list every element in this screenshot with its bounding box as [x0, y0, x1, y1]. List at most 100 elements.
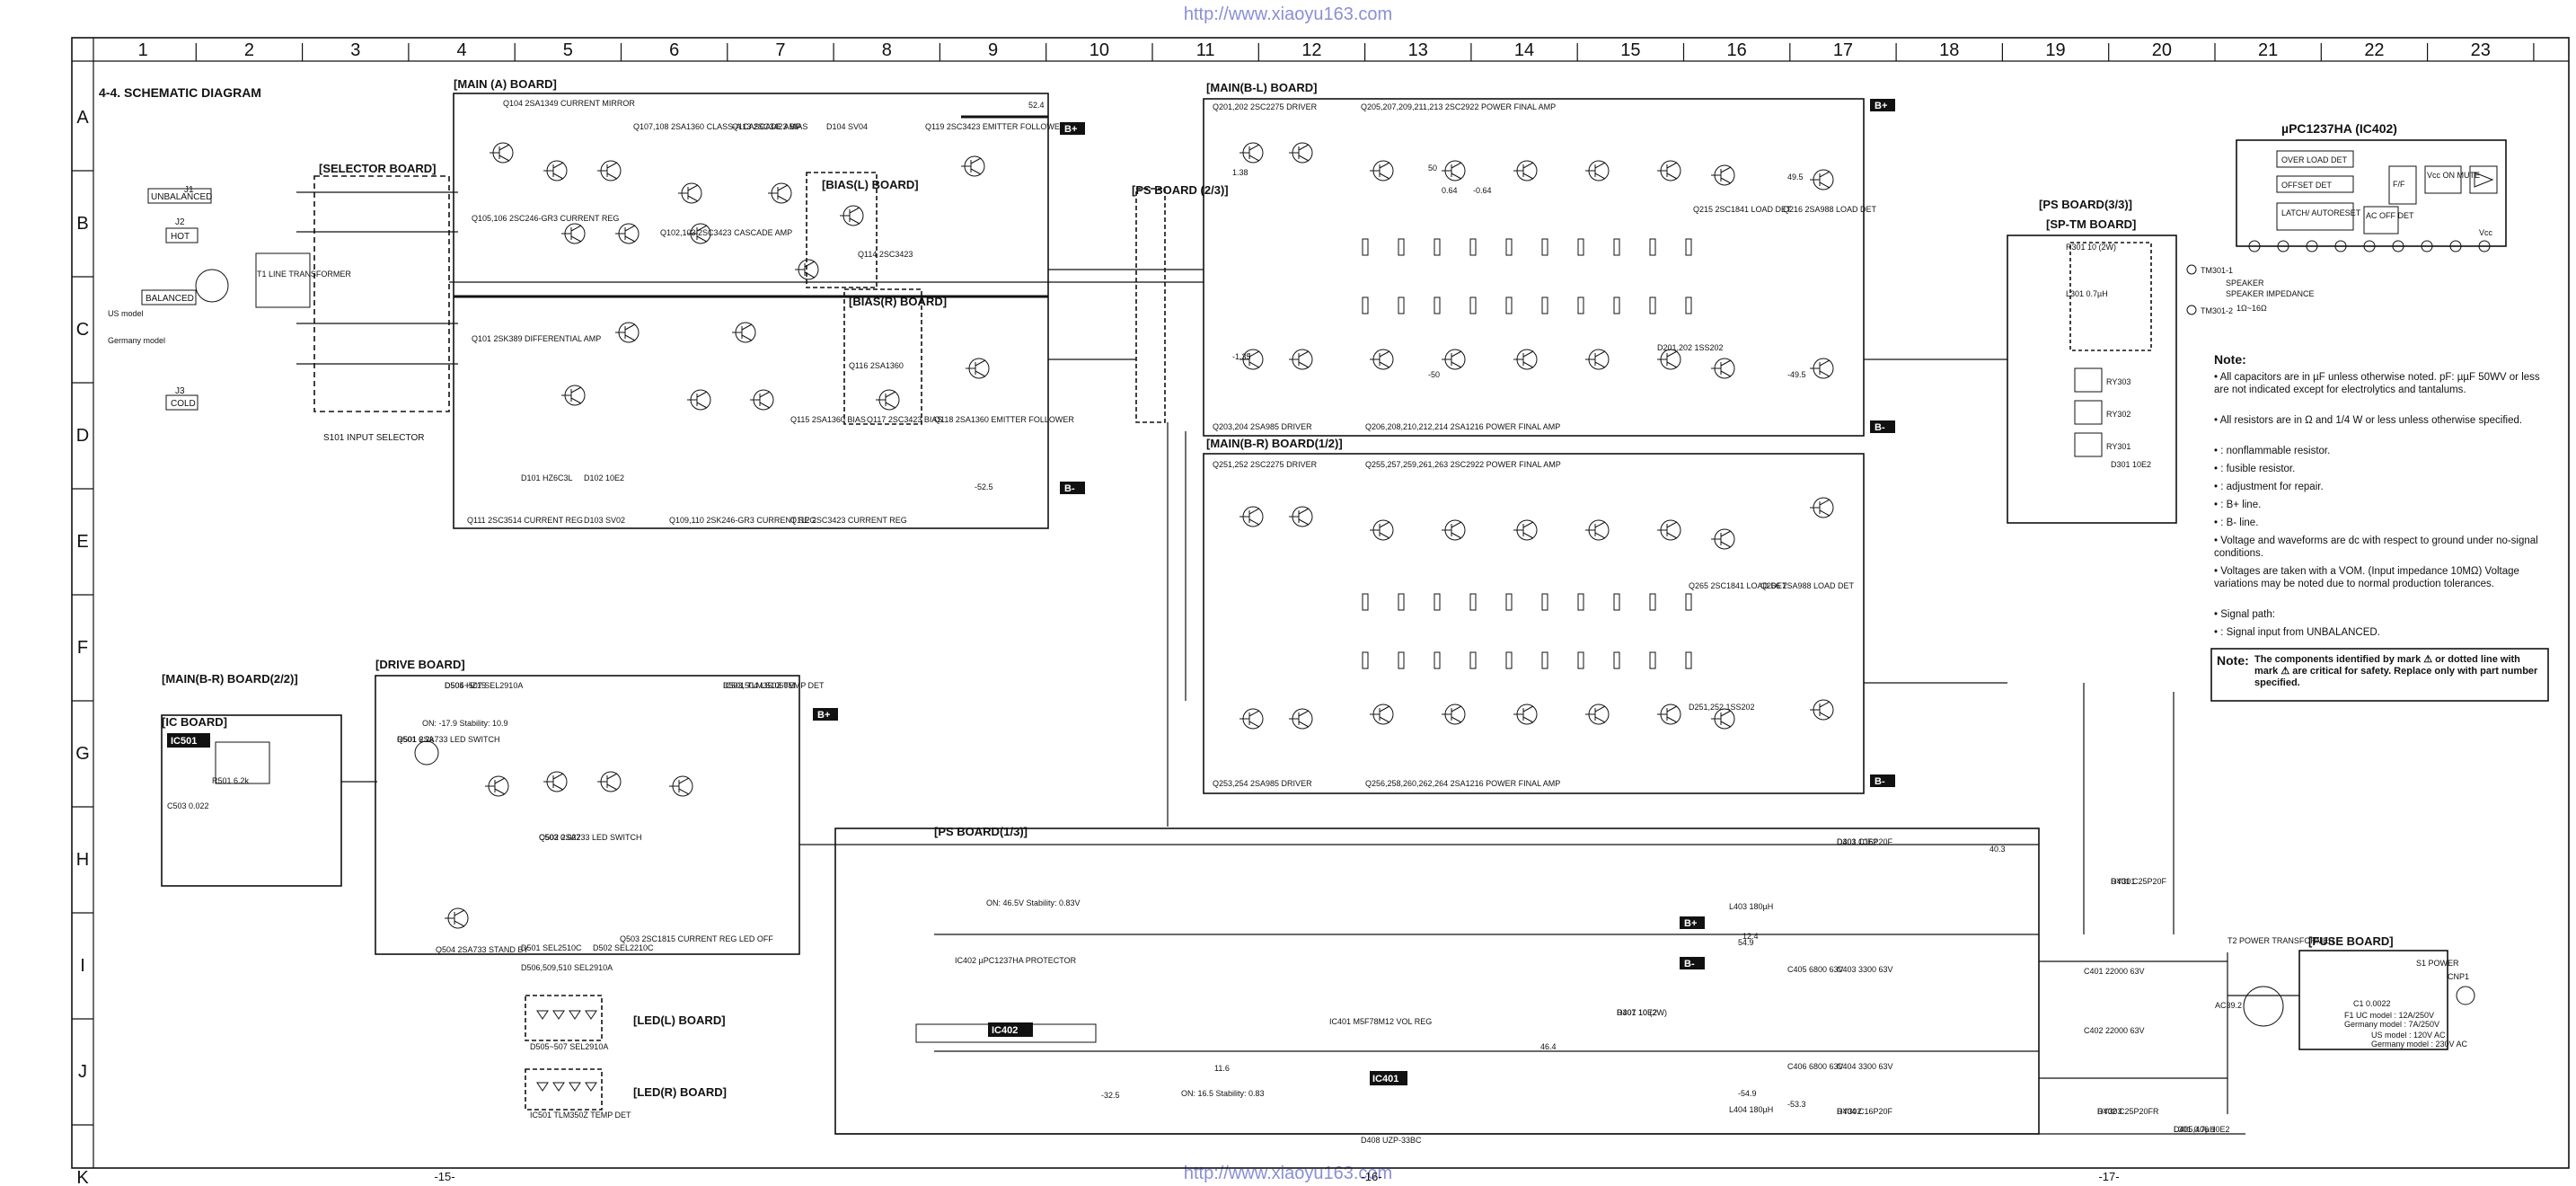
transistor-icon [1370, 704, 1394, 725]
selector-board: [SELECTOR BOARD] T1 LINE TRANSFORMER S10… [255, 162, 458, 443]
part-label: Q203,204 2SA985 DRIVER [1213, 422, 1312, 431]
part-label: Q215 2SC1841 LOAD DET [1693, 205, 1792, 214]
tm301-2-label: TM301-2 [2201, 306, 2233, 315]
voltage-reading: -54.9 [1738, 1089, 1757, 1098]
part-label: C403 3300 63V [1837, 965, 1893, 974]
part-label: Q117 2SC3423 BIAS [867, 415, 942, 424]
part-label: Q102,103 2SC3423 CASCADE AMP [660, 228, 792, 237]
voltage-reading: 1.38 [1232, 168, 1248, 177]
transistor-icon [597, 771, 622, 792]
svg-text:B+: B+ [1064, 124, 1077, 135]
input-jacks: UNBALANCED J2 HOT BALANCED US model Germ… [108, 185, 229, 411]
note-item: • All resistors are in Ω and 1/4 W or le… [2214, 415, 2523, 426]
transistor-icon [1810, 169, 1834, 190]
resistor-icon [1434, 593, 1441, 611]
transistor-icon [840, 205, 864, 226]
column-number: 19 [2045, 40, 2065, 60]
part-label: Q118 2SA1360 EMITTER FOLLOWER [934, 415, 1074, 424]
transistor-icon [1585, 704, 1610, 725]
resistor-icon [1685, 238, 1692, 256]
svg-text:IC401: IC401 [1372, 1074, 1398, 1084]
rail-tag: B+ [1870, 99, 1895, 111]
main-a-board-label: [MAIN (A) BOARD] [454, 77, 557, 91]
voltage-reading: 40.3 [1989, 845, 2006, 854]
part-label: Q255,257,259,261,263 2SC2922 POWER FINAL… [1365, 460, 1561, 469]
ic-board-label: [IC BOARD] [162, 715, 227, 729]
transistor-icon [543, 771, 568, 792]
part-label: D501 SEL2510C [521, 943, 582, 952]
svg-text:B-: B- [1064, 483, 1075, 494]
resistor-icon [1469, 238, 1477, 256]
transistor-icon [1239, 349, 1264, 370]
d301-label: D301 10E2 [2111, 460, 2151, 469]
ry301-label: RY301 [2106, 442, 2130, 451]
ic-vcc-label: Vcc [2479, 228, 2493, 237]
led-boards: [LED(L) BOARD] D505~507 SEL2910A [LED(R)… [525, 995, 727, 1120]
transistor-icon [669, 775, 693, 797]
main-br-2-2-label: [MAIN(B-R) BOARD(2/2)] [162, 672, 298, 686]
main-a-board: [MAIN (A) BOARD] Q104 2SA1349 CURRENT MI… [453, 77, 1074, 529]
voltage-reading: -0.64 [1473, 186, 1492, 195]
column-number: 6 [669, 40, 679, 60]
transistor-icon [1513, 349, 1538, 370]
part-label: Q253,254 2SA985 DRIVER [1213, 779, 1312, 788]
led-icon [569, 1010, 581, 1020]
transistor-icon [615, 322, 640, 343]
row-letter: I [80, 956, 85, 976]
part-label: L403 180µH [1729, 902, 1773, 911]
transistor-icon [1711, 528, 1735, 550]
unbalanced-label: UNBALANCED [151, 192, 212, 202]
resistor-icon [1541, 238, 1548, 256]
transistor-icon [750, 389, 774, 411]
part-label: D103 SV02 [584, 516, 625, 525]
ic401-tag [1370, 1071, 1407, 1085]
l301-label: L301 0.7µH [2066, 289, 2108, 298]
transistor-icon [1513, 704, 1538, 725]
part-label: C406 6800 63V [1787, 1062, 1844, 1071]
part-label: RY302 [1837, 1107, 1861, 1116]
row-letter: C [76, 320, 89, 340]
column-number: 20 [2152, 40, 2172, 60]
rail-tag: B+ [813, 708, 838, 721]
part-label: Q256,258,260,262,264 2SA1216 POWER FINAL… [1365, 779, 1560, 788]
ic-pin-icon [2306, 240, 2318, 252]
part-label: Q113 2SC3423 BIAS [732, 122, 807, 131]
part-label: R301 10 (2W) [1617, 1008, 1667, 1017]
transistor-icon [1657, 704, 1681, 725]
column-number: 23 [2471, 40, 2491, 60]
resistor-icon [1469, 296, 1477, 314]
speaker-terminal-2-icon [2186, 305, 2197, 315]
selector-board-label: [SELECTOR BOARD] [319, 162, 436, 175]
column-number: 22 [2364, 40, 2384, 60]
part-label: D401 C25P20F [2111, 877, 2167, 886]
transistor-icon [687, 223, 711, 244]
page-number: -17- [2098, 1170, 2119, 1183]
voltage-reading: -49.5 [1787, 370, 1806, 379]
main-bl-board: [MAIN(B-L) BOARD] Q201,202 2SC2275 DRIVE… [1203, 81, 1877, 437]
svg-text:B+: B+ [817, 710, 830, 721]
transistor-icon [1370, 519, 1394, 541]
column-number: 14 [1514, 40, 1534, 60]
part-label: C1 0.0022 [2353, 999, 2391, 1008]
part-label: CNP1 [2448, 972, 2469, 981]
resistor-icon [1577, 296, 1584, 314]
resistor-icon [1362, 651, 1369, 669]
voltage-reading: -32.5 [1101, 1091, 1120, 1100]
column-number: 8 [882, 40, 892, 60]
resistor-icon [1685, 651, 1692, 669]
main-bl-board-label: [MAIN(B-L) BOARD] [1206, 81, 1317, 94]
ic-block-overload: OVER LOAD DET [2281, 155, 2348, 164]
xlr-connector-icon [195, 269, 229, 303]
part-label: D403 C16P20F [1837, 837, 1893, 846]
bias-l-board-label: [BIAS(L) BOARD] [822, 178, 919, 191]
j3-label: J3 [175, 386, 185, 396]
transistor-icon [1513, 519, 1538, 541]
row-letter: G [75, 744, 90, 764]
notes-panel: Note: • All capacitors are in µF unless … [2214, 352, 2540, 638]
ic-pin-icon [2421, 240, 2433, 252]
ic-pin-icon [2248, 240, 2261, 252]
ps-board-1-3: [PS BOARD(1/3)] IC402 IC401 D403 C16P20F… [834, 825, 2334, 1145]
transistor-icon [961, 155, 985, 177]
transformer-core-icon [2243, 986, 2284, 1027]
